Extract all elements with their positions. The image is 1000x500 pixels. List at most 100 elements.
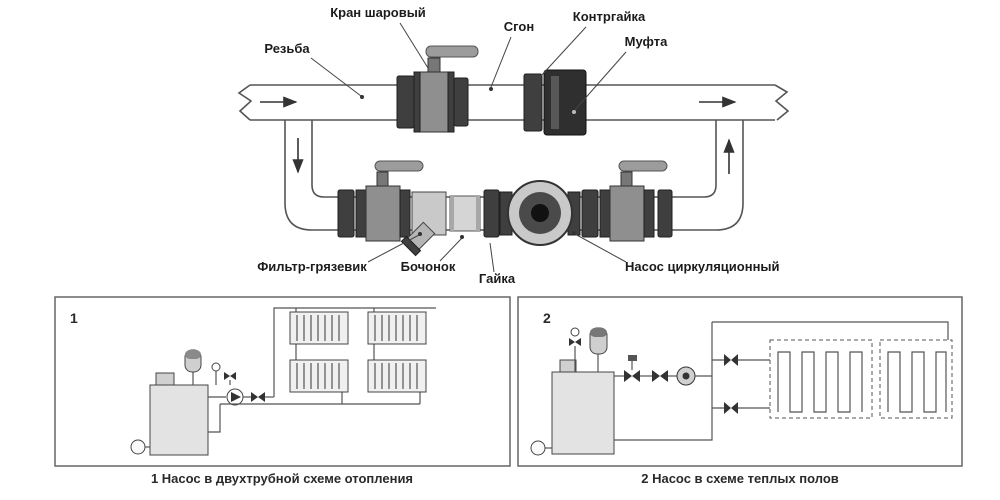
shutoff-valve-left [652, 370, 660, 382]
callout-labels: Кран шаровый Сгон Контргайка Муфта Резьб… [257, 5, 779, 286]
safety-valve-icon-left [569, 338, 575, 346]
main-pipe [237, 84, 790, 121]
barrel-body [449, 195, 481, 232]
valve-flange-left [355, 189, 367, 238]
mixing-unit-2 [614, 355, 712, 386]
locknut [523, 73, 543, 132]
label-union-pipe: Сгон [504, 19, 534, 34]
union-nut [581, 189, 599, 238]
ball-valve-top [396, 45, 479, 133]
radiator-body [289, 359, 349, 393]
mixing-valve-right [632, 370, 640, 382]
valve-body-edge-left [413, 71, 421, 133]
radiator-sections [374, 363, 418, 389]
barrel-end-left [450, 196, 454, 231]
leader-thread [310, 57, 362, 97]
safety-group-2 [569, 327, 608, 372]
valve-body [609, 185, 645, 242]
loop-zone-border [879, 339, 953, 419]
nut-body [483, 189, 500, 238]
panel-1-two-pipe-scheme: 1 [54, 296, 511, 467]
label-coupling: Муфта [625, 34, 668, 49]
bypass-union-far-right [657, 189, 673, 238]
panel-2-number: 2 [543, 310, 551, 326]
leader-dot-thread [360, 95, 364, 99]
leader-nut [489, 242, 495, 273]
safety-valve-icon-right [575, 338, 581, 346]
leader-ball-valve [399, 22, 429, 69]
boiler-body [551, 371, 615, 455]
strainer-filter [400, 191, 447, 257]
leader-coupling [573, 51, 627, 112]
tank-cap [590, 328, 607, 337]
bypass-inner-edge [311, 120, 717, 198]
gauge-icon [570, 327, 580, 337]
coupling-highlight [551, 76, 559, 129]
panel-1-caption: 1 Насос в двухтрубной схеме отопления [151, 471, 413, 486]
leader-dot-strainer [418, 232, 422, 236]
panel-2-floor-heating-scheme: 2 [517, 296, 963, 467]
valve-stem [620, 171, 633, 187]
radiator-2 [367, 311, 427, 345]
valve-icon-right [258, 392, 265, 402]
valve-icon-left [724, 354, 731, 366]
valve-flange-right [643, 189, 655, 238]
barrel-nipple [449, 195, 481, 232]
label-strainer: Фильтр-грязевик [257, 259, 367, 274]
expansion-tank-1 [184, 349, 236, 385]
leader-locknut [539, 26, 587, 78]
boiler-flue [155, 372, 175, 386]
valve-stem [427, 57, 441, 73]
loop-zone-border [769, 339, 873, 419]
leader-barrel [439, 237, 463, 262]
valve-body-edge-right [447, 71, 455, 133]
coupling-body [543, 69, 587, 136]
boiler-body [149, 384, 209, 456]
bypass-union-right [581, 189, 599, 238]
valve-flange-right [399, 189, 411, 238]
bypass-union-left [337, 189, 355, 238]
union-nut [657, 189, 673, 238]
radiator-body [367, 311, 427, 345]
heating-pipework-1 [208, 307, 436, 433]
valve-body [365, 185, 401, 242]
locknut-body [523, 73, 543, 132]
ball-valve-bypass-right [599, 160, 668, 242]
loop-coil [777, 351, 863, 413]
manifold-valve-top [724, 354, 738, 366]
safety-valve-icon-left [224, 372, 230, 380]
manifold-pipework-2 [614, 321, 949, 441]
label-circulation-pump: Насос циркуляционный [625, 259, 780, 274]
valve-flange-left [396, 75, 415, 129]
pump-center [531, 204, 549, 222]
valve-icon-left [251, 392, 258, 402]
union-nut [337, 189, 355, 238]
boiler-flue [559, 359, 577, 373]
coupling [543, 69, 587, 136]
label-locknut: Контргайка [573, 9, 646, 24]
panel-1-frame [54, 296, 511, 467]
radiator-1 [289, 311, 349, 345]
label-thread: Резьба [264, 41, 310, 56]
boiler-1 [130, 372, 209, 456]
union-nut-pump [483, 189, 500, 238]
label-ball-valve: Кран шаровый [330, 5, 426, 20]
ball-valve-bypass-left [355, 160, 424, 242]
pump-arrow [231, 392, 241, 402]
safety-valve-icon-right [230, 372, 236, 380]
pipe-break-left [237, 84, 253, 121]
manifold-valve-bottom [724, 402, 738, 414]
valve-icon-right [731, 354, 738, 366]
radiator-sections [296, 363, 340, 389]
pump-1 [208, 388, 274, 406]
panel-2-caption: 2 Насос в схеме теплых полов [641, 471, 839, 486]
leader-dot-coupling [572, 110, 576, 114]
burner-icon [130, 439, 146, 455]
valve-stem [376, 171, 389, 187]
panel-1-number: 1 [70, 310, 78, 326]
label-nut: Гайка [479, 271, 516, 286]
label-barrel: Бочонок [401, 259, 456, 274]
floor-loop-2 [879, 339, 953, 419]
